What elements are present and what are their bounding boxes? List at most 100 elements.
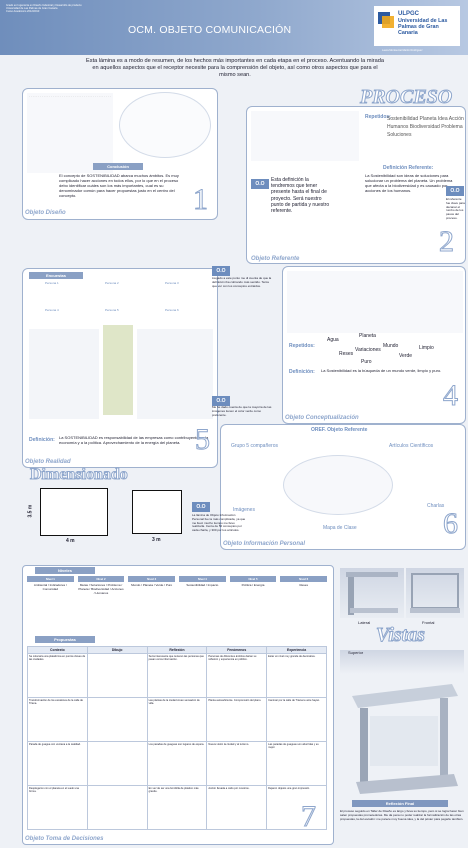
sketch-cell <box>86 741 148 786</box>
nivel-header: Nivel 4 <box>179 576 226 582</box>
oo-badge: O.O <box>192 502 210 512</box>
definicion-text: La SOSTENIBILIDAD es responsabilidad de … <box>59 435 209 445</box>
table-body: Se colocaría una plataforma en puntos cl… <box>27 653 327 830</box>
oo-text: Llegado a este punto me di cuenta de que… <box>212 276 272 288</box>
nivel-values: Ambiental / Indicadores / Comunidad <box>27 583 74 632</box>
table-cell: Planta autosuficiente. Comprensión del p… <box>206 697 268 742</box>
diagram-node-top: OREF. Objeto Referente <box>311 427 368 433</box>
diagram-node: Artículos Científicos <box>389 443 434 449</box>
concept-cloud <box>283 455 393 515</box>
panel-number: 7 <box>301 800 317 834</box>
nivel-values: Metas / Soluciones / Problema / Planeta … <box>77 583 125 632</box>
keyword: Idea <box>437 116 448 122</box>
oo-text: Me he dado cuenta de que la mayoría de l… <box>212 405 272 417</box>
column-header: Fenómenos <box>206 646 268 654</box>
diagram-node: Mapa de Clase <box>323 525 357 531</box>
nivel-header: Nivel 3 <box>128 576 176 582</box>
keyword: Variaciones <box>355 347 381 353</box>
page-title: OCM. OBJETO COMUNICACIÓN <box>128 24 292 36</box>
panel-label: Objeto Toma de Decisiones <box>25 836 104 842</box>
table-row: Se colocaría una plataforma en puntos cl… <box>27 653 327 698</box>
repetidos-title: Repetidos: <box>289 343 315 349</box>
table-cell: Caminar por la calle de Triana te ante h… <box>266 697 327 742</box>
lateral-label: Lateral <box>358 620 371 625</box>
keyword: Humanos <box>387 124 409 130</box>
text-columns: · · · · · · · · · · · · · · · · · · · · … <box>27 93 113 173</box>
panel-label: Objeto Información Personal <box>223 541 306 547</box>
logo-mark-icon <box>378 12 394 28</box>
panel-objeto-realidad: Encuestas Persona 1 Persona 2 Persona 3 … <box>22 268 218 468</box>
institution-line: Curso Académico 2012/2013 <box>6 10 40 14</box>
repetidos-list: Sostenibilidad Planeta Idea Acción Human… <box>387 115 465 139</box>
panel-number: 2 <box>439 225 455 259</box>
nivel-values: Sostenibilidad / Impacto <box>179 583 226 632</box>
institution-block: Grado en Ingeniería en Diseño Industrial… <box>6 4 82 14</box>
width-label: 3 m <box>152 537 161 543</box>
perspective-render <box>342 676 464 800</box>
panel-objeto-informacion: OREF. Objeto Referente Grupo 5 compañero… <box>220 424 466 550</box>
table-cell: Las plantas de la ciudad crean sensación… <box>146 697 208 742</box>
keyword: Soluciones <box>387 132 412 138</box>
panel-number: 6 <box>443 507 459 541</box>
university-logo: ULPGC Universidad de Las Palmas de Gran … <box>374 6 460 46</box>
keyword: Problema <box>441 124 463 130</box>
niveles-header: Niveles <box>35 567 95 574</box>
nivel-header: Nivel 2 <box>77 576 125 582</box>
table-cell: Personas de diferentes ámbitos darían su… <box>206 653 268 698</box>
keyword: Verde <box>399 353 413 359</box>
conclusion-header: Conclusión <box>93 163 143 170</box>
kiosk-render-drawing <box>352 684 458 794</box>
table-cell: Estar un nivel muy grande de decorativa. <box>266 653 327 698</box>
persona-label: Persona 6 <box>165 308 179 312</box>
intro-text: Esta lámina es a modo de resumen, de los… <box>86 58 384 78</box>
sketch-cell <box>86 785 148 830</box>
definicion-title: Definición Referente: <box>383 165 434 171</box>
keyword: Agua <box>327 337 339 343</box>
keyword: Sostenibilidad <box>387 116 419 122</box>
panel-objeto-diseno: · · · · · · · · · · · · · · · · · · · · … <box>22 88 218 220</box>
panel-number: 4 <box>443 379 459 413</box>
table-cell: Las paradas de guaguas son aburridas y e… <box>266 741 327 786</box>
author-name: Laura Montserrat Martín Rodríguez <box>382 49 423 52</box>
institution-line: Grado en Ingeniería en Diseño Industrial… <box>6 4 82 7</box>
nivel-values: Mundo / Planeta / Verde / Puro <box>128 583 176 632</box>
table-row: Transformación de los escalones de la ca… <box>27 697 327 742</box>
table-row: Desplegaron con el planeta en el suelo u… <box>27 785 327 830</box>
word-cloud-ellipse <box>119 92 211 158</box>
keyword: Puro <box>361 359 372 365</box>
table-cell: Dejaron objetos una gran impresión. <box>266 785 327 830</box>
institution-line: Universidad de Las Palmas de Gran Canari… <box>6 7 58 11</box>
panel-label: Objeto Realidad <box>25 459 71 465</box>
panel-objeto-referente: Repetidos: Sostenibilidad Planeta Idea A… <box>246 106 466 264</box>
frontal-view-image <box>406 568 464 618</box>
panel-number: 1 <box>193 183 209 217</box>
persona-label: Persona 1 <box>45 281 59 285</box>
table-cell: Desplegaron con el planeta en el suelo u… <box>27 785 88 830</box>
nivel-values: Reses <box>280 583 328 632</box>
logo-name: Universidad de Las Palmas de Gran Canari… <box>398 18 448 36</box>
keyword: Limpio <box>419 345 434 351</box>
table-cell: En vez de ser una bombilla de plástico m… <box>146 785 208 830</box>
frontal-label: Frontal <box>422 620 435 625</box>
sketch-cell <box>86 697 148 742</box>
side-oo-badge: O.O <box>446 186 464 196</box>
propuestas-header: Propuestas <box>35 636 95 643</box>
column-header: Reflexión <box>146 646 208 654</box>
table-cell: Nueva visión la ciudad y al turismo. <box>206 741 268 786</box>
nivel-header: Nivel 6 <box>280 576 328 582</box>
oo-badge: O.O <box>212 266 230 276</box>
keyword: Planeta <box>419 116 437 122</box>
column-header: Contexto <box>27 646 88 654</box>
side-text: El referente fue clave para decanar el r… <box>446 197 465 220</box>
sketch-cell <box>86 653 148 698</box>
lateral-view-image <box>340 568 404 618</box>
collage-notes <box>137 329 213 419</box>
oo-badge: O.O <box>251 179 269 189</box>
image-collage <box>103 325 133 415</box>
height-label: 3.5 m <box>27 504 34 518</box>
kiosk-frontal-drawing <box>410 573 460 613</box>
